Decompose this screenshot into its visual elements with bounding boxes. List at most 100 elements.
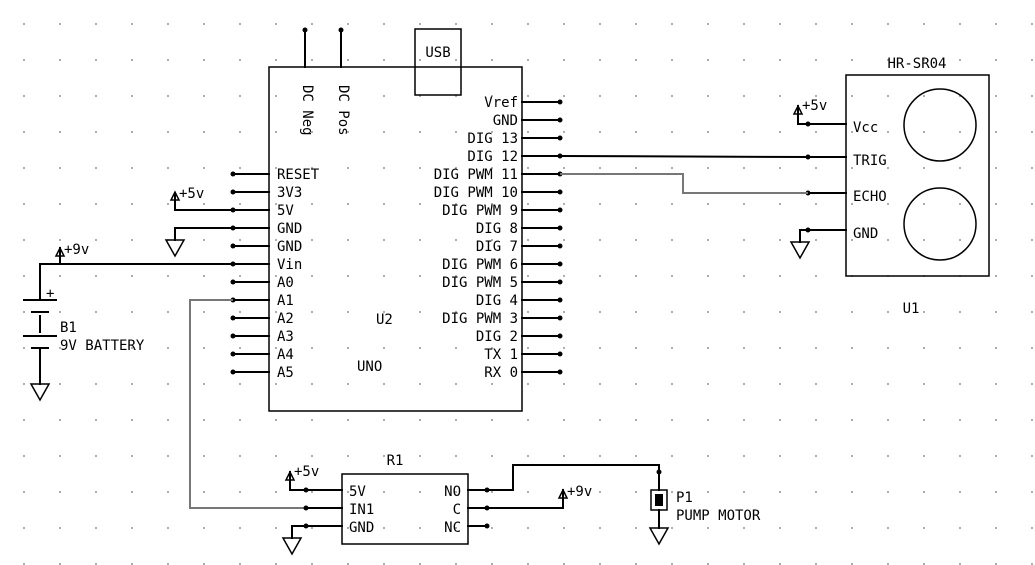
pin-label-a0: A0 [277,275,294,291]
pin-label-dig11: DIG PWM 11 [434,167,518,183]
relay-pin-nc [484,523,490,529]
pin-label-dig9: DIG PWM 9 [442,203,518,219]
pin-label-dig5: DIG PWM 5 [442,275,518,291]
usb-label: USB [425,45,450,61]
pin-label-rx0: RX 0 [484,365,518,381]
power-arrow-icon [557,488,569,499]
relay-pin-label-5v: 5V [349,484,366,500]
pin-gnd-2 [230,243,236,249]
pin-label-reset: RESET [277,167,320,183]
relay-5v-label: +5v [294,464,319,480]
pin-label-a5: A5 [277,365,294,381]
pin-gnd-3 [557,117,563,123]
pin-label-dig6: DIG PWM 6 [442,257,518,273]
pin-label-vin: Vin [277,257,302,273]
pump-motor-p1: P1 PUMP MOTOR [648,469,761,546]
pin-reset [230,171,236,177]
dc-pos-label: DC Pos [335,85,351,136]
arduino-uno: USB DC Neg DC Pos U2 UNO RESET 3V3 5V GN… [230,27,563,412]
sensor-pin-echo: ECHO [853,189,887,205]
pin-label-gnd-3: GND [493,113,518,129]
sensor-vcc-label: +5v [802,98,827,114]
relay-pin-label-in1: IN1 [349,502,374,518]
pin-label-gnd-1: GND [277,221,302,237]
pin-label-5v: 5V [277,203,294,219]
trig-wire [558,154,810,159]
relay-c-power: +9v [486,484,592,509]
pin-label-tx1: TX 1 [484,347,518,363]
pin-dig2 [557,333,563,339]
dc-neg-label: DC Neg [299,85,315,136]
sensor-vcc-power: +5v [792,98,827,125]
pin-dig3 [557,315,563,321]
pin-a5 [230,369,236,375]
uno-vin-label: +9v [64,242,89,258]
sensor-body [845,74,990,277]
hr-sr04-sensor: HR-SR04 U1 Vcc TRIG ECHO GND [805,56,990,317]
sensor-pin-gnd: GND [853,226,878,242]
motor-core [655,494,663,506]
power-arrow-icon [284,470,296,481]
relay-c-label: +9v [567,484,592,500]
pin-dig5 [557,279,563,285]
relay-pin-in1 [303,505,309,511]
arduino-left-pins: RESET 3V3 5V GND GND Vin A0 A1 A2 A3 A4 … [230,167,320,381]
pin-dig6 [557,261,563,267]
pin-label-dig7: DIG 7 [476,239,518,255]
pin-dig13 [557,135,563,141]
motor-ref: P1 [676,490,693,506]
battery-ref: B1 [60,320,77,336]
pin-a3 [230,333,236,339]
relay-ref: R1 [387,453,404,469]
pin-label-dig4: DIG 4 [476,293,518,309]
relay-pin-label-no: NO [444,484,461,500]
relay-pin-label-nc: NC [444,520,461,536]
pin-label-a1: A1 [277,293,294,309]
sensor-pin-trig: TRIG [853,153,887,169]
battery-value: 9V BATTERY [60,338,145,354]
ground-icon [648,527,670,546]
pin-dig4 [557,297,563,303]
ground-icon [29,383,51,402]
echo-wire [560,173,808,194]
motor-value: PUMP MOTOR [676,508,761,524]
pin-3v3 [230,189,236,195]
pin-label-dig10: DIG PWM 10 [434,185,518,201]
power-arrow-icon [169,190,181,201]
pin-vref [557,99,563,105]
pin-label-dig3: DIG PWM 3 [442,311,518,327]
pin-label-dig12: DIG 12 [467,149,518,165]
relay-5v-power: +5v [284,464,319,491]
usb-connector [414,28,462,96]
pin-a2 [230,315,236,321]
pin-a4 [230,351,236,357]
dc-neg-pin [302,27,308,33]
sensor-gnd [789,229,811,260]
ground-icon [789,241,811,260]
pin-label-vref: Vref [484,95,518,111]
pin-dig7 [557,243,563,249]
ground-icon [281,537,303,556]
sensor-title: HR-SR04 [887,56,946,72]
sensor-ref: U1 [903,301,920,317]
pin-label-3v3: 3V3 [277,185,302,201]
pin-dig9 [557,207,563,213]
pin-label-a4: A4 [277,347,294,363]
arduino-value: UNO [357,359,382,375]
sensor-pin-vcc: Vcc [853,120,878,136]
relay-pin-label-gnd: GND [349,520,374,536]
pin-a0 [230,279,236,285]
uno-vin-power: +9v [39,242,234,265]
uno-5v-label: +5v [179,186,204,202]
ground-icon [164,239,186,258]
arduino-body [268,66,523,412]
transducer-icon [903,187,977,261]
pin-rx0 [557,369,563,375]
uno-gnd [164,227,234,258]
arduino-ref: U2 [376,312,393,328]
relay-r1: R1 5V IN1 GND NO C NC [303,453,490,545]
pin-label-gnd-2: GND [277,239,302,255]
pin-label-dig8: DIG 8 [476,221,518,237]
pin-tx1 [557,351,563,357]
